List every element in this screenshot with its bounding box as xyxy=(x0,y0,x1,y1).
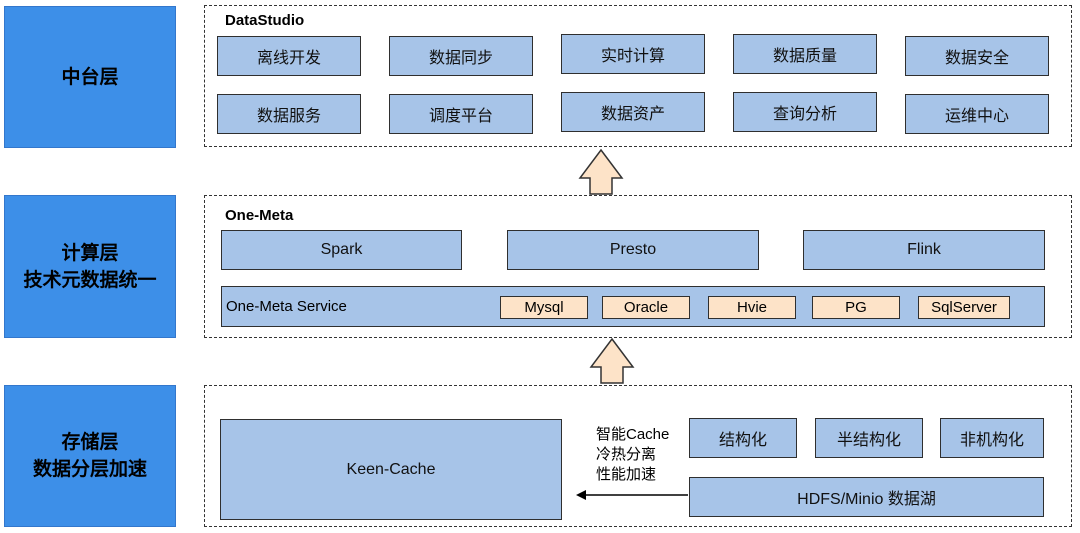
module-box: 实时计算 xyxy=(561,34,705,74)
one-meta-service-bar: One-Meta Service Mysql Oracle Hvie PG Sq… xyxy=(221,286,1045,327)
layer-label-line1: 计算层 xyxy=(61,242,119,264)
module-box: 数据安全 xyxy=(905,36,1049,76)
engine-box: Presto xyxy=(507,230,759,270)
module-box: 查询分析 xyxy=(733,92,877,132)
cache-note-line: 冷热分离 xyxy=(596,446,657,463)
layer-label-text: 中台层 xyxy=(61,66,119,88)
data-type-box: 结构化 xyxy=(689,418,797,458)
database-chip: SqlServer xyxy=(918,296,1010,319)
up-arrow-icon xyxy=(578,148,624,195)
storage-group xyxy=(204,385,1072,527)
group-title: One-Meta xyxy=(225,207,294,224)
layer-label-compute: 计算层 技术元数据统一 xyxy=(4,195,176,338)
engine-box: Spark xyxy=(221,230,462,270)
database-chip: Hvie xyxy=(708,296,796,319)
layer-label-storage: 存储层 数据分层加速 xyxy=(4,385,176,527)
data-lake-box: HDFS/Minio 数据湖 xyxy=(689,477,1044,517)
one-meta-group: One-Meta Spark Presto Flink One-Meta Ser… xyxy=(204,195,1072,338)
layer-label-line2: 数据分层加速 xyxy=(32,459,147,480)
module-box: 运维中心 xyxy=(905,94,1049,134)
layer-label-line2: 技术元数据统一 xyxy=(23,269,157,291)
datastudio-group: DataStudio 离线开发 数据同步 实时计算 数据质量 数据安全 数据服务… xyxy=(204,5,1072,147)
group-title: DataStudio xyxy=(225,12,305,29)
database-chip: Oracle xyxy=(602,296,690,319)
data-type-box: 半结构化 xyxy=(815,418,923,458)
engine-box: Flink xyxy=(803,230,1045,270)
module-box: 数据资产 xyxy=(561,92,705,132)
module-box: 离线开发 xyxy=(217,36,361,76)
database-chip: Mysql xyxy=(500,296,588,319)
left-arrow-icon xyxy=(576,490,688,500)
keen-cache-box: Keen-Cache xyxy=(220,419,562,520)
module-box: 调度平台 xyxy=(389,94,533,134)
database-chip: PG xyxy=(812,296,900,319)
cache-note-line: 智能Cache xyxy=(596,426,670,443)
service-label: One-Meta Service xyxy=(226,298,347,315)
layer-label-line1: 存储层 xyxy=(61,432,119,453)
layer-label-middle-platform: 中台层 xyxy=(4,6,176,148)
cache-note: 智能Cache 冷热分离 性能加速 xyxy=(596,425,669,485)
module-box: 数据质量 xyxy=(733,34,877,74)
cache-note-line: 性能加速 xyxy=(596,466,657,483)
module-box: 数据服务 xyxy=(217,94,361,134)
module-box: 数据同步 xyxy=(389,36,533,76)
up-arrow-icon xyxy=(589,337,635,384)
data-type-box: 非机构化 xyxy=(940,418,1044,458)
